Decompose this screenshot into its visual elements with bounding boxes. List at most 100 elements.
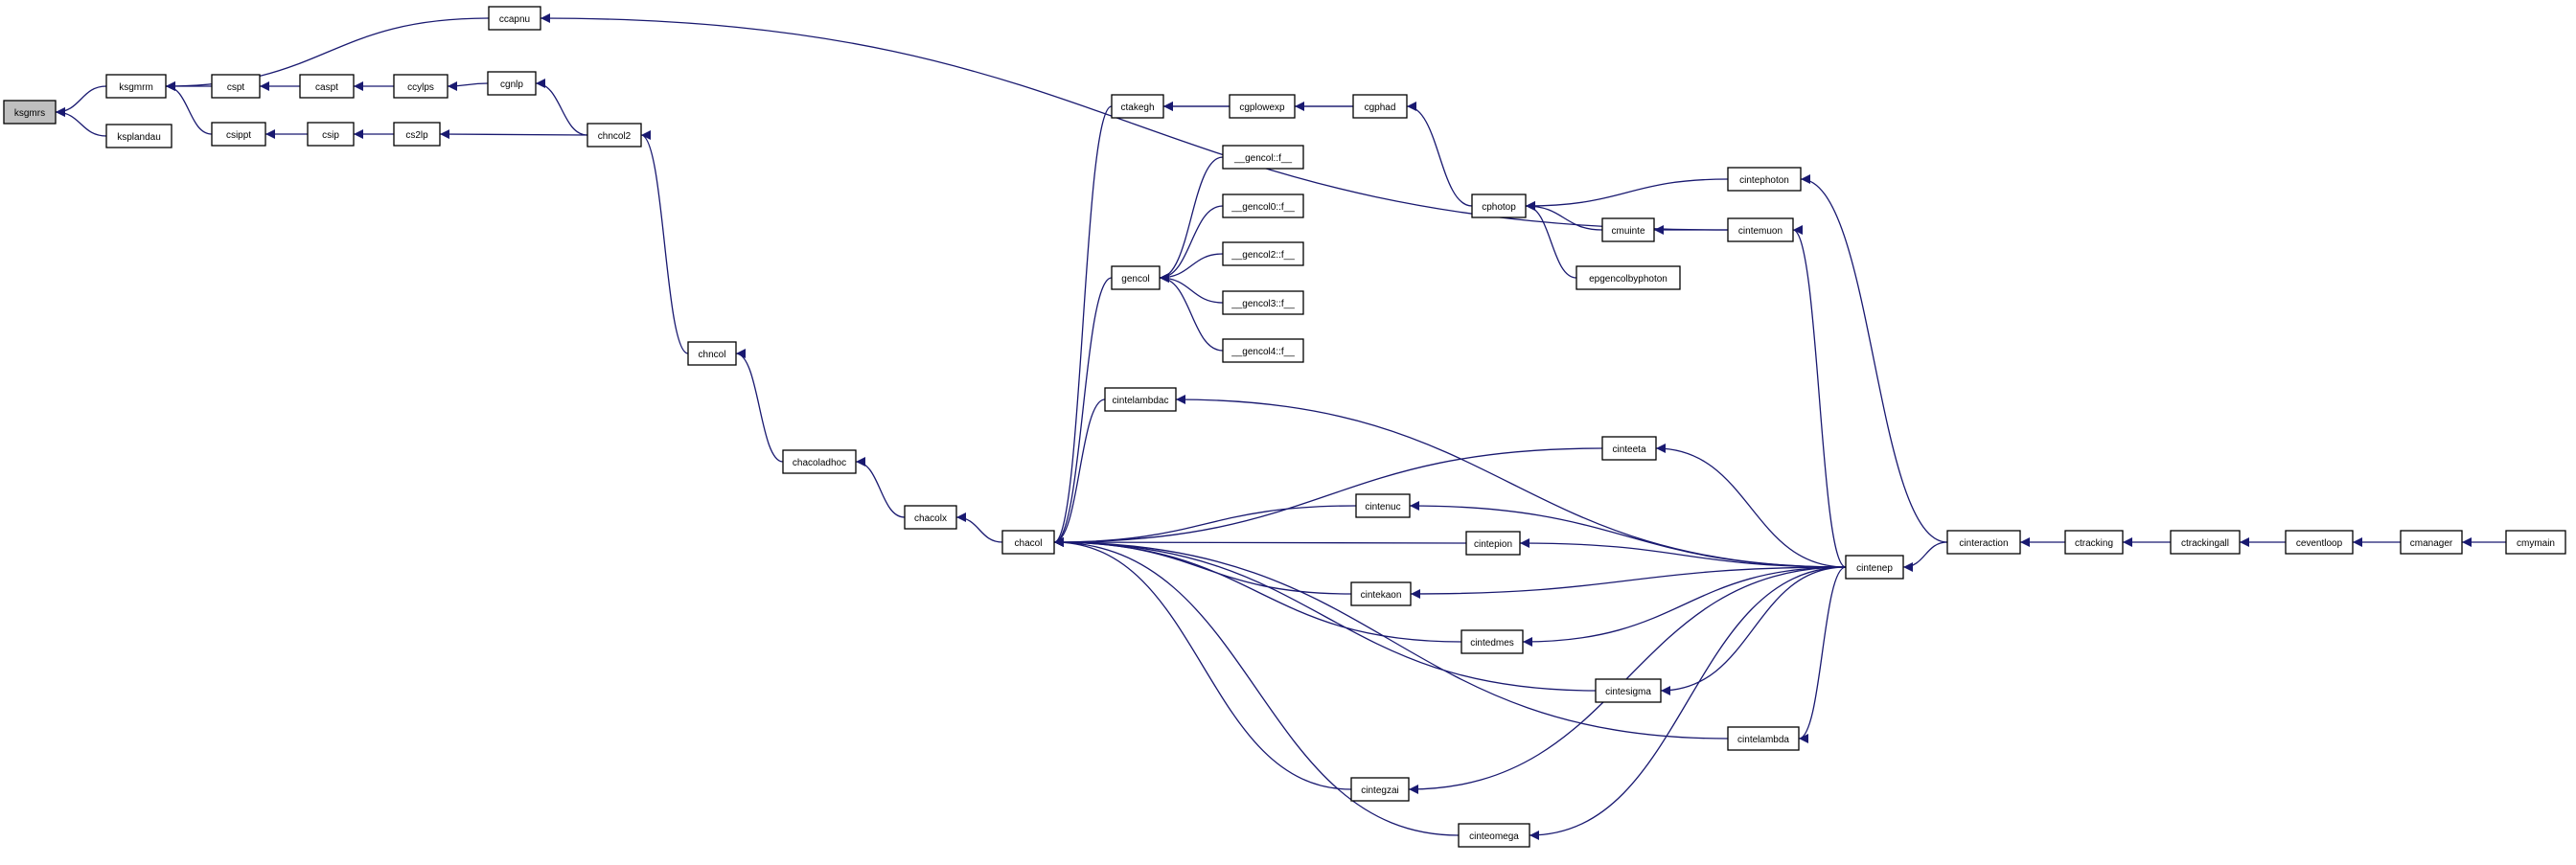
edge-cintephoton-to-cphotop	[1525, 178, 1729, 211]
edge-chncol2-to-cs2lp	[439, 129, 588, 140]
node-box	[487, 71, 537, 96]
edge-cintegzai-to-chacol	[1053, 537, 1352, 790]
edge-cintenep-to-cintegzai	[1408, 566, 1847, 794]
node-gencol[interactable]: gencol	[1111, 265, 1161, 290]
node-box	[2170, 530, 2241, 555]
node-cinteeta[interactable]: cinteeta	[1601, 436, 1657, 461]
node-box	[1471, 193, 1527, 218]
edge-ksgmrm-to-ksgmrs	[55, 85, 107, 117]
node-cintephoton[interactable]: cintephoton	[1727, 167, 1802, 192]
node-chncol2[interactable]: chncol2	[586, 123, 642, 148]
edge-gencol4-f-to-gencol	[1159, 273, 1224, 352]
edge-cmuinte-to-cphotop	[1525, 201, 1603, 231]
node-box	[1460, 629, 1524, 654]
node-chacolx[interactable]: chacolx	[904, 505, 957, 530]
edge-cintesigma-to-chacol	[1053, 537, 1597, 692]
node-box	[1946, 530, 2021, 555]
edge-cinteraction-to-cintephoton	[1800, 174, 1948, 543]
node-box	[1222, 290, 1304, 315]
edge-cintepion-to-chacol	[1053, 537, 1467, 548]
node-label: cgnlp	[500, 80, 523, 90]
node-chacoladhoc[interactable]: chacoladhoc	[782, 449, 857, 474]
node-ceventloop[interactable]: ceventloop	[2285, 530, 2354, 555]
node-chncol[interactable]: chncol	[687, 341, 737, 366]
node-box	[1350, 581, 1412, 606]
node-label: cgphad	[1365, 102, 1396, 113]
node-ctracking[interactable]: ctracking	[2064, 530, 2124, 555]
node-label: cintenep	[1856, 563, 1893, 574]
node-label: cgplowexp	[1239, 102, 1285, 113]
node-cintelambda[interactable]: cintelambda	[1727, 726, 1800, 751]
node-cintemuon[interactable]: cintemuon	[1727, 217, 1794, 242]
edge-cinteeta-to-chacol	[1053, 447, 1603, 547]
node-cphotop[interactable]: cphotop	[1471, 193, 1527, 218]
node-box	[1727, 726, 1800, 751]
edge-cintekaon-to-chacol	[1053, 537, 1352, 595]
node-cgnlp[interactable]: cgnlp	[487, 71, 537, 96]
node-ksplandau[interactable]: ksplandau	[105, 124, 172, 148]
node-box	[1727, 167, 1802, 192]
node-label: chacoladhoc	[793, 458, 846, 468]
node-cspt[interactable]: cspt	[211, 74, 261, 99]
node-cs2lp[interactable]: cs2lp	[393, 122, 441, 147]
node-ccylps[interactable]: ccylps	[393, 74, 448, 99]
edge-cintedmes-to-chacol	[1053, 537, 1462, 643]
node-ccapnu[interactable]: ccapnu	[488, 6, 541, 31]
node-cgphad[interactable]: cgphad	[1352, 94, 1408, 119]
node-label: ksgmrm	[119, 82, 153, 93]
node-box	[1104, 387, 1177, 412]
node-cintepion[interactable]: cintepion	[1465, 531, 1521, 556]
node-label: ksplandau	[117, 132, 161, 143]
node-label: cintenuc	[1365, 502, 1400, 512]
node-label: cmuinte	[1611, 226, 1644, 237]
node-cgplowexp[interactable]: cgplowexp	[1229, 94, 1296, 119]
node-gencol-f[interactable]: __gencol::f__	[1222, 145, 1304, 170]
node-gencol2-f[interactable]: __gencol2::f__	[1222, 241, 1304, 266]
node-label: csip	[322, 130, 339, 141]
edge-chacolx-to-chacoladhoc	[855, 457, 906, 518]
node-box	[2285, 530, 2354, 555]
node-gencol4-f[interactable]: __gencol4::f__	[1222, 338, 1304, 363]
node-box	[586, 123, 642, 148]
node-label: cintelambda	[1737, 735, 1789, 745]
node-cmymain[interactable]: cmymain	[2505, 530, 2566, 555]
edge-cintenep-to-cintekaon	[1410, 566, 1847, 599]
node-box	[1845, 555, 1904, 580]
node-cmanager[interactable]: cmanager	[2400, 530, 2463, 555]
node-ksgmrs[interactable]: ksgmrs	[3, 100, 57, 125]
node-gencol3-f[interactable]: __gencol3::f__	[1222, 290, 1304, 315]
node-box	[299, 74, 355, 99]
node-box	[105, 74, 167, 99]
node-cintenuc[interactable]: cintenuc	[1355, 493, 1411, 518]
node-cmuinte[interactable]: cmuinte	[1601, 217, 1655, 242]
edge-cintenep-to-cintenuc	[1409, 501, 1847, 568]
node-csip[interactable]: csip	[307, 122, 355, 147]
node-gencol0-f[interactable]: __gencol0::f__	[1222, 193, 1304, 218]
node-ctakegh[interactable]: ctakegh	[1111, 94, 1164, 119]
node-label: cs2lp	[405, 130, 428, 141]
edge-cinteraction-to-cintenep	[1902, 541, 1948, 572]
node-cintegzai[interactable]: cintegzai	[1350, 777, 1410, 802]
edge-ksplandau-to-ksgmrs	[55, 107, 107, 137]
node-cintesigma[interactable]: cintesigma	[1595, 678, 1662, 703]
node-label: cinteraction	[1959, 538, 2008, 549]
node-label: cintelambdac	[1113, 396, 1169, 406]
node-csippt[interactable]: csippt	[211, 122, 266, 147]
node-caspt[interactable]: caspt	[299, 74, 355, 99]
node-cintenep[interactable]: cintenep	[1845, 555, 1904, 580]
node-box	[1727, 217, 1794, 242]
node-label: gencol	[1121, 274, 1149, 285]
node-cintekaon[interactable]: cintekaon	[1350, 581, 1412, 606]
node-epgencolbyphoton[interactable]: epgencolbyphoton	[1576, 265, 1681, 290]
node-cinteraction[interactable]: cinteraction	[1946, 530, 2021, 555]
node-cinteomega[interactable]: cinteomega	[1458, 823, 1530, 848]
node-cintedmes[interactable]: cintedmes	[1460, 629, 1524, 654]
edge-cintenep-to-cintesigma	[1660, 566, 1847, 695]
edge-cintemuon-to-ccapnu	[540, 13, 1729, 231]
node-cintelambdac[interactable]: cintelambdac	[1104, 387, 1177, 412]
node-box	[1350, 777, 1410, 802]
node-ctrackingall[interactable]: ctrackingall	[2170, 530, 2241, 555]
edge-cintenep-to-cinteeta	[1655, 444, 1847, 568]
node-ksgmrm[interactable]: ksgmrm	[105, 74, 167, 99]
node-chacol[interactable]: chacol	[1001, 530, 1055, 555]
